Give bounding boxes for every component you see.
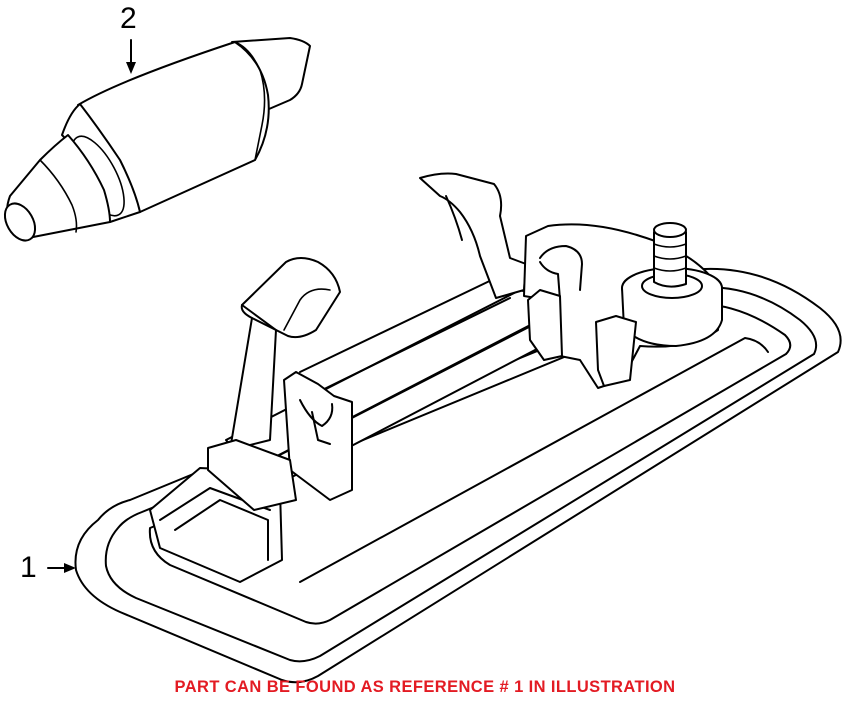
callout-arrow-2 (126, 39, 136, 74)
lamp-housing-part-1 (74, 172, 842, 684)
callout-label-1: 1 (20, 551, 37, 584)
callout-arrow-1 (47, 563, 76, 573)
callout-label-2: 2 (120, 2, 137, 35)
bulb-part-2 (3, 37, 311, 242)
reference-caption: PART CAN BE FOUND AS REFERENCE # 1 IN IL… (174, 678, 676, 696)
